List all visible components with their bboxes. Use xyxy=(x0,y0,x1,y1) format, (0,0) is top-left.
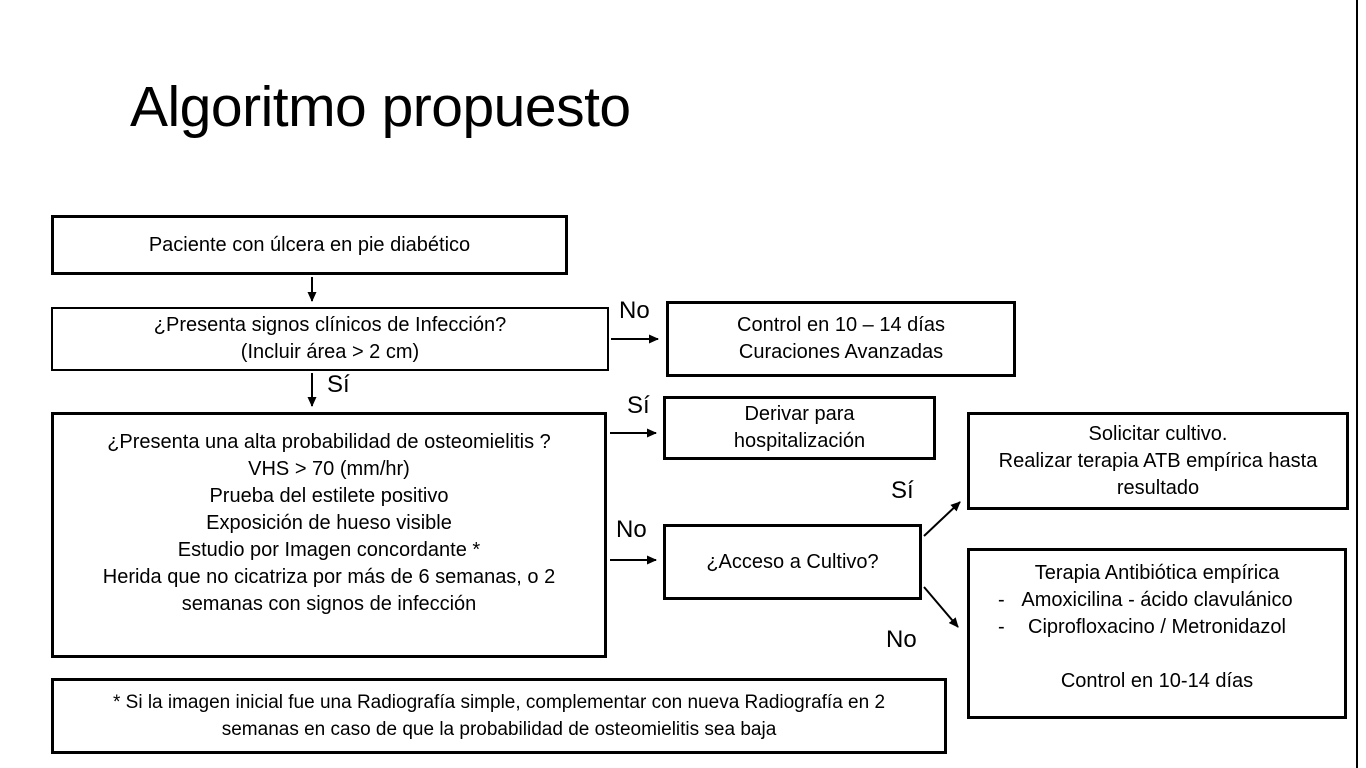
box-osteo-line6: Herida que no cicatriza por más de 6 sem… xyxy=(102,566,556,588)
arrow-acceso-to-terapia xyxy=(923,586,959,628)
box-osteomyelitis-question: ¿Presenta una alta probabilidad de osteo… xyxy=(51,412,607,658)
box-terapia-empirica: Terapia Antibiótica empírica - Amoxicili… xyxy=(967,548,1347,719)
box-infection-line1: ¿Presenta signos clínicos de Infección? xyxy=(153,314,507,336)
box-infection-question: ¿Presenta signos clínicos de Infección? … xyxy=(51,307,609,371)
box-terapia-line2: - Amoxicilina - ácido clavulánico xyxy=(970,587,1344,614)
box-cultivo-line3: resultado xyxy=(1116,476,1200,499)
box-osteo-line2: VHS > 70 (mm/hr) xyxy=(248,458,410,480)
box-cultivo-line2: Realizar terapia ATB empírica hasta xyxy=(998,449,1318,472)
box-terapia-line2-text: Amoxicilina - ácido clavulánico xyxy=(1021,589,1293,611)
box-osteo-line7: semanas con signos de infección xyxy=(181,593,477,615)
label-no-infection: No xyxy=(619,297,650,324)
box-footnote: * Si la imagen inicial fue una Radiograf… xyxy=(51,678,947,754)
label-no-cultivo: No xyxy=(886,626,917,653)
box-derivar-line1: Derivar para xyxy=(744,403,855,425)
label-si-osteo: Sí xyxy=(627,392,650,419)
label-no-osteo: No xyxy=(616,516,647,543)
box-patient-text: Paciente con úlcera en pie diabético xyxy=(148,233,471,256)
box-osteo-line1: ¿Presenta una alta probabilidad de osteo… xyxy=(107,431,551,453)
box-control-line1: Control en 10 – 14 días xyxy=(737,314,945,336)
box-osteo-line4: Exposición de hueso visible xyxy=(206,512,452,534)
box-control-line2: Curaciones Avanzadas xyxy=(738,341,944,363)
bullet-dash: - xyxy=(998,589,1005,611)
box-terapia-line3: - Ciprofloxacino / Metronidazol xyxy=(970,614,1344,641)
box-infection-line2: (Incluir área > 2 cm) xyxy=(240,341,420,363)
arrow-acceso-to-cultivo xyxy=(923,501,961,537)
bullet-dash: - xyxy=(998,616,1005,638)
box-terapia-line4 xyxy=(970,641,1344,668)
footnote-line1: * Si la imagen inicial fue una Radiograf… xyxy=(112,692,886,713)
box-osteo-line5: Estudio por Imagen concordante * xyxy=(177,539,481,561)
label-si-infection: Sí xyxy=(327,371,350,398)
box-control: Control en 10 – 14 días Curaciones Avanz… xyxy=(666,301,1016,377)
box-derivar: Derivar para hospitalización xyxy=(663,396,936,460)
footnote-line2: semanas en caso de que la probabilidad d… xyxy=(221,719,777,740)
box-cultivo-line1: Solicitar cultivo. xyxy=(1088,422,1228,445)
box-terapia-line5: Control en 10-14 días xyxy=(1060,670,1254,692)
box-terapia-line3-text: Ciprofloxacino / Metronidazol xyxy=(1028,616,1286,638)
box-terapia-line1: Terapia Antibiótica empírica xyxy=(1034,562,1280,584)
box-acceso-cultivo: ¿Acceso a Cultivo? xyxy=(663,524,922,600)
label-si-cultivo: Sí xyxy=(891,477,914,504)
slide-title: Algoritmo propuesto xyxy=(130,75,631,139)
box-osteo-line3: Prueba del estilete positivo xyxy=(209,485,449,507)
box-patient: Paciente con úlcera en pie diabético xyxy=(51,215,568,275)
box-derivar-line2: hospitalización xyxy=(733,430,866,452)
box-acceso-text: ¿Acceso a Cultivo? xyxy=(706,550,879,573)
box-solicitar-cultivo: Solicitar cultivo. Realizar terapia ATB … xyxy=(967,412,1349,510)
slide-edge-line xyxy=(1356,0,1358,768)
